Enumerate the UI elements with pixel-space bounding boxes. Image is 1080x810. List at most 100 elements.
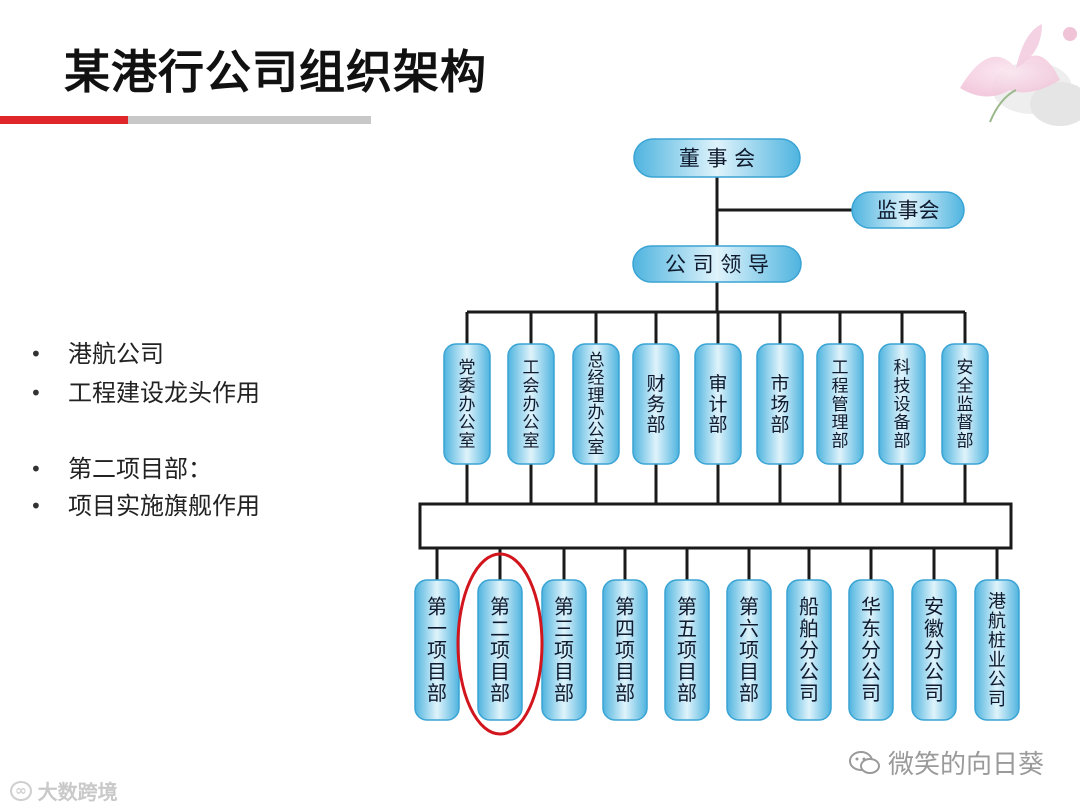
- node-department-char: 公: [459, 413, 476, 433]
- node-unit-char: 项: [490, 638, 510, 662]
- node-unit-char: 六: [739, 616, 759, 640]
- node-department-char: 党: [459, 358, 476, 378]
- node-unit-char: 公: [988, 669, 1006, 690]
- node-unit-char: 分: [799, 638, 819, 662]
- node-department-char: 部: [646, 414, 665, 436]
- node-unit-char: 项: [427, 638, 447, 662]
- bullet-spacer: [30, 413, 260, 451]
- node-unit-char: 目: [427, 660, 447, 684]
- bullet-marker: •: [30, 380, 42, 405]
- node-department-char: 备: [894, 413, 911, 433]
- node-department-char: 工: [523, 358, 540, 378]
- node-department-char: 场: [770, 394, 789, 416]
- node-unit-char: 徽: [924, 616, 944, 640]
- node-department-char: 科: [894, 358, 911, 378]
- node-unit-char: 港: [988, 592, 1006, 613]
- bullet-item: •港航公司: [30, 336, 260, 373]
- lotus-decoration: [960, 24, 1080, 126]
- node-unit-char: 部: [427, 681, 447, 705]
- node-unit-char: 目: [490, 660, 510, 684]
- node-department-char: 管: [832, 395, 849, 415]
- node-unit-char: 船: [799, 595, 819, 619]
- node-department-char: 会: [523, 377, 540, 397]
- node-department-char: 办: [588, 403, 605, 423]
- node-department-char: 监: [957, 395, 974, 415]
- node-unit-char: 司: [924, 681, 944, 705]
- bullet-marker: •: [30, 457, 42, 481]
- node-department-char: 部: [894, 432, 911, 452]
- node-department-char: 公: [588, 421, 605, 441]
- node-unit-char: 第: [554, 595, 574, 619]
- node-department-char: 务: [646, 394, 665, 416]
- node-department-char: 办: [523, 395, 540, 415]
- wechat-icon: [848, 750, 880, 774]
- node-unit-char: 第: [490, 595, 510, 619]
- node-unit-char: 公: [861, 660, 881, 684]
- node-unit-char: 项: [739, 638, 759, 662]
- node-unit-char: 部: [615, 681, 635, 705]
- node-unit-char: 桩: [988, 631, 1006, 652]
- node-unit-char: 第: [615, 595, 635, 619]
- node-department-char: 室: [523, 432, 540, 452]
- slide-title: 某港行公司组织架构: [64, 45, 487, 99]
- node-supervisor: 监事会: [851, 191, 965, 229]
- node-unit-char: 目: [554, 660, 574, 684]
- node-unit-char: 舶: [799, 616, 819, 640]
- node-unit-char: 司: [799, 681, 819, 705]
- brand-logo-text: 大数跨境: [37, 780, 118, 804]
- node-department-char: 计: [708, 394, 727, 416]
- title-underline-red: [0, 116, 128, 124]
- watermark-text: 微笑的向日葵: [887, 750, 1044, 780]
- bullet-marker: •: [30, 494, 42, 518]
- node-department-char: 设: [894, 395, 911, 415]
- node-department-char: 室: [459, 432, 476, 452]
- title-underline-gray: [128, 116, 371, 124]
- node-unit-char: 三: [554, 616, 574, 640]
- node-department-char: 理: [832, 413, 849, 433]
- node-unit-char: 目: [739, 660, 759, 684]
- node-unit-char: 项: [677, 638, 697, 662]
- node-unit-char: 二: [490, 616, 510, 640]
- node-unit-char: 分: [861, 638, 881, 662]
- node-unit: 第二项目部: [477, 579, 523, 721]
- node-unit-char: 四: [615, 616, 635, 640]
- watermark: 微笑的向日葵: [848, 744, 1044, 781]
- node-unit-char: 第: [739, 595, 759, 619]
- bullet-marker: •: [30, 342, 42, 366]
- node-unit-char: 部: [490, 681, 510, 705]
- node-board-label: 董 事 会: [679, 147, 755, 171]
- node-unit-char: 航: [988, 611, 1006, 632]
- node-unit-char: 第: [427, 595, 447, 619]
- node-unit-char: 目: [677, 660, 697, 684]
- node-unit-char: 项: [615, 638, 635, 662]
- node-department-char: 工: [832, 358, 849, 378]
- node-unit-char: 部: [739, 681, 759, 705]
- node-unit-char: 目: [615, 660, 635, 684]
- node-department: 市场部: [756, 343, 804, 465]
- bullet-item: •项目实施旗舰作用: [30, 488, 260, 525]
- node-unit-char: 东: [861, 616, 881, 640]
- node-unit-char: 部: [677, 681, 697, 705]
- node-department-char: 办: [459, 395, 476, 415]
- node-unit-char: 一: [427, 616, 447, 640]
- node-department-char: 部: [708, 414, 727, 436]
- node-department: 审计部: [694, 343, 742, 465]
- bullet-text: 第二项目部：: [68, 455, 212, 483]
- node-department-char: 程: [832, 377, 849, 397]
- brand-watermark: ∞ 大数跨境: [10, 776, 118, 805]
- node-board: 董 事 会: [633, 138, 801, 178]
- bullet-item: •工程建设龙头作用: [30, 373, 260, 413]
- node-unit-char: 华: [861, 595, 881, 619]
